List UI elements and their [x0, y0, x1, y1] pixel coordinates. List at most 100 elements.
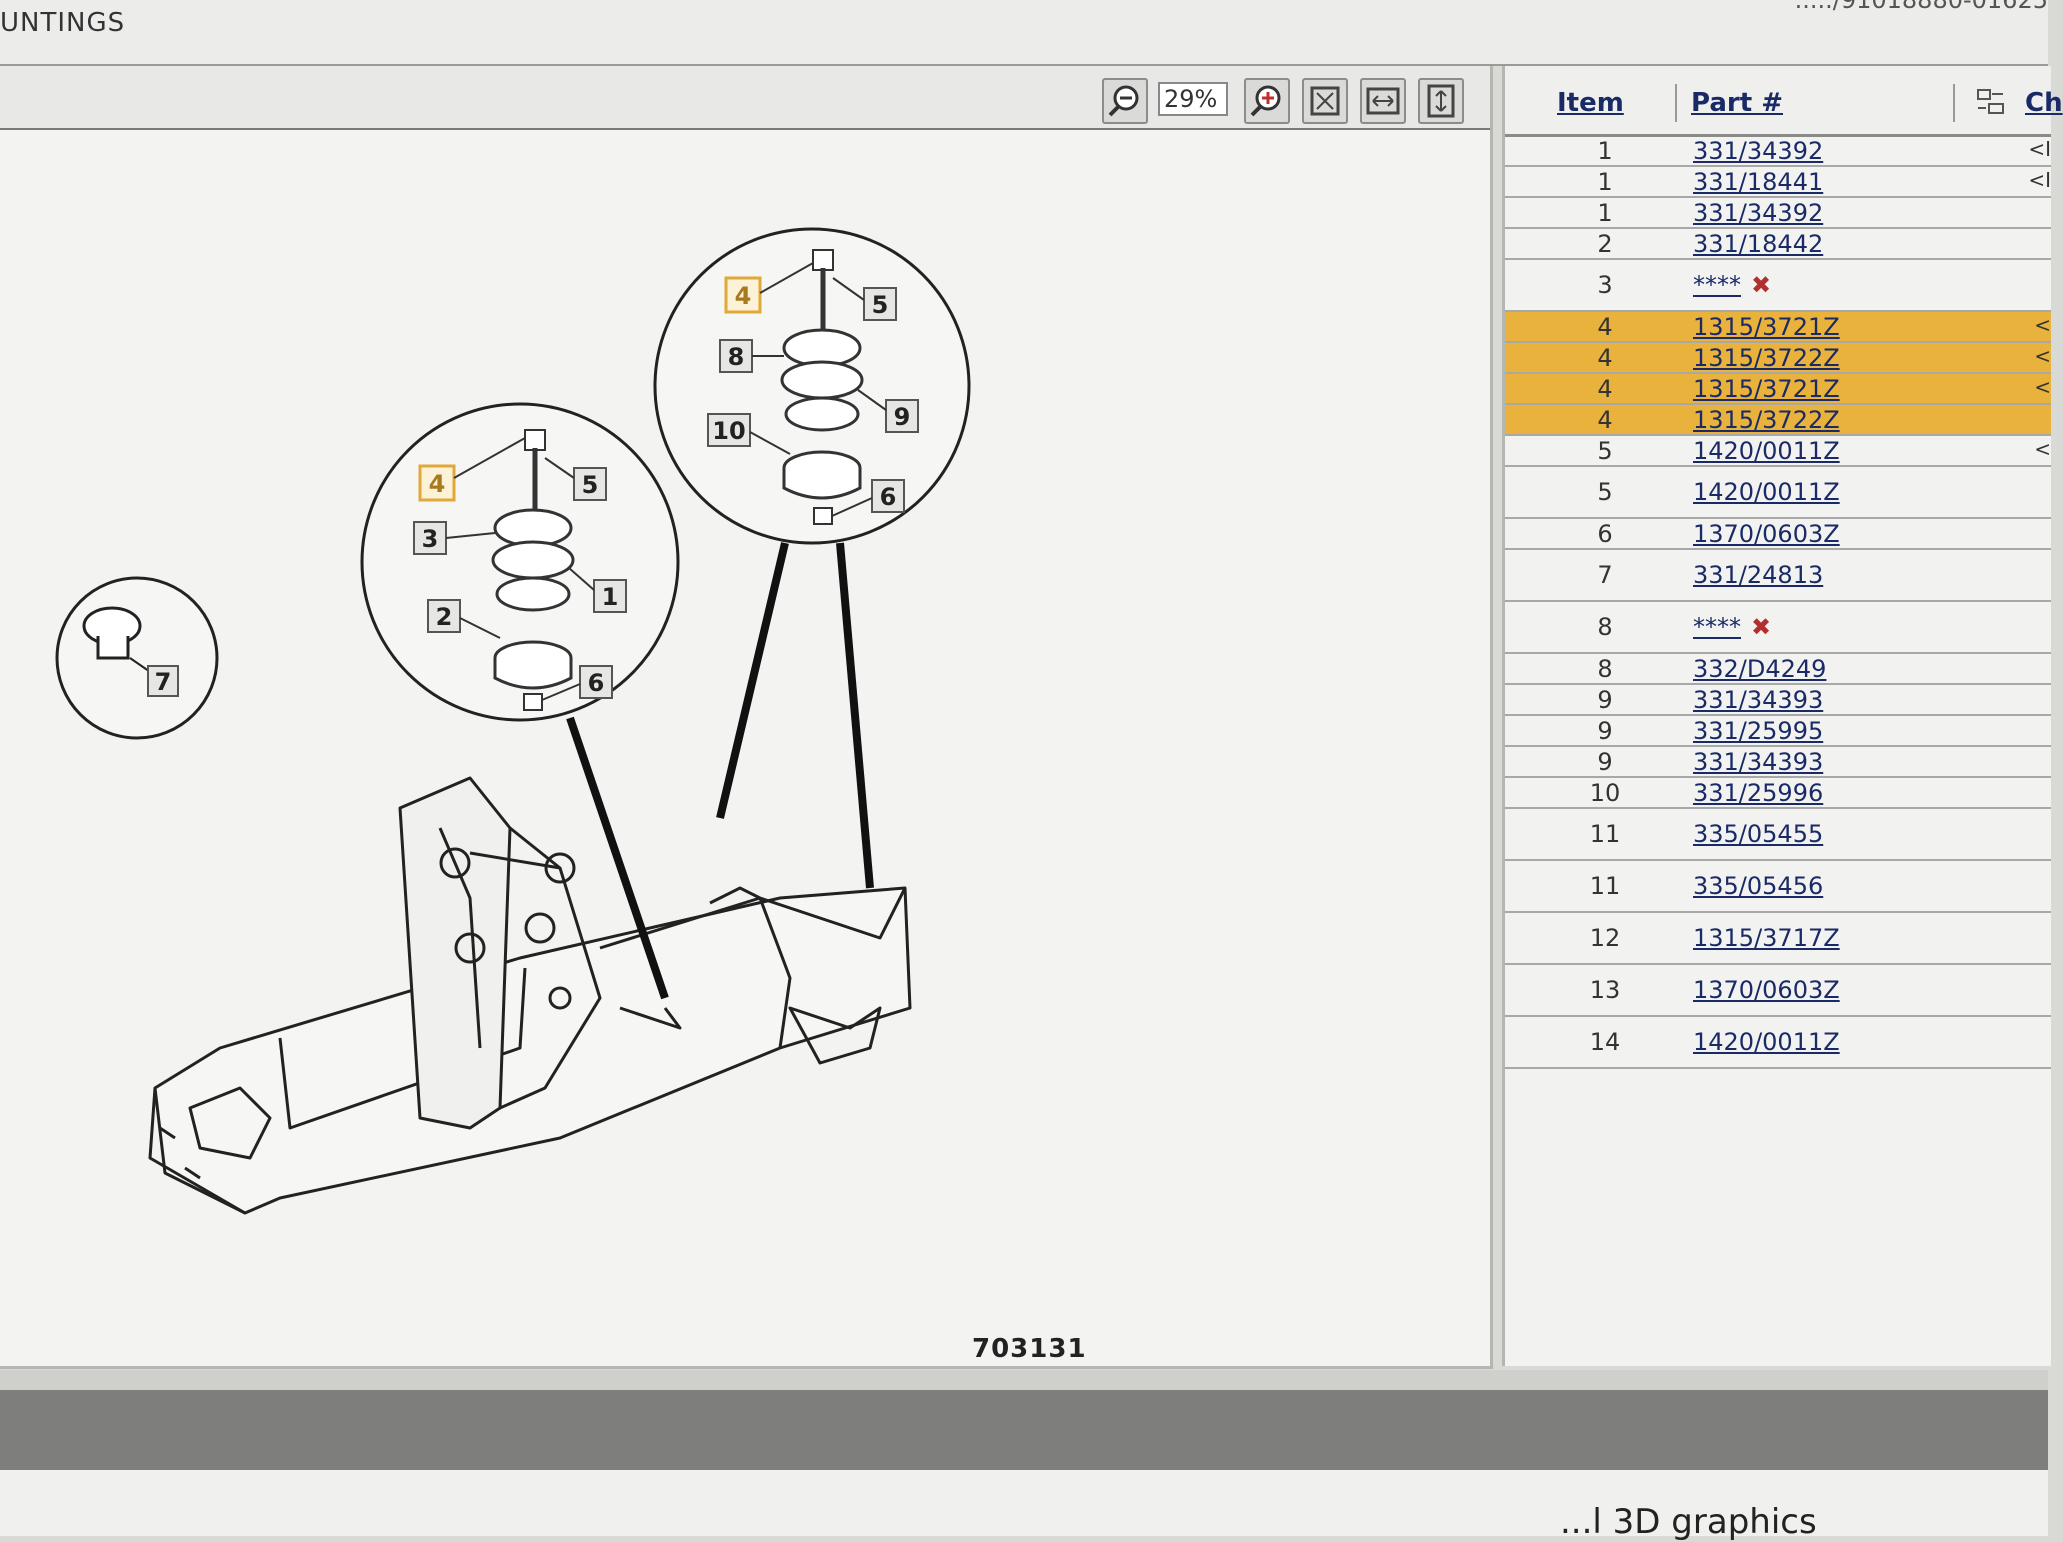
- part-number-link[interactable]: 331/25996: [1693, 779, 1824, 807]
- callout-1[interactable]: 1: [602, 583, 619, 611]
- item-number: 4: [1597, 375, 1613, 403]
- ch-column-header[interactable]: Ch: [2025, 88, 2063, 118]
- row-arrow-marker[interactable]: <I: [2028, 137, 2051, 161]
- row-arrow-marker[interactable]: <: [2034, 344, 2051, 368]
- part-number-link[interactable]: 331/18442: [1693, 230, 1824, 258]
- part-number-column-header[interactable]: Part #: [1691, 88, 1783, 118]
- part-number-link[interactable]: 1420/0011Z: [1693, 478, 1840, 506]
- diagram-pane: 7 4 5 3 1 2: [0, 66, 1493, 1369]
- column-chooser-button[interactable]: [1975, 86, 2007, 118]
- fit-width-button[interactable]: [1360, 78, 1406, 124]
- callout-6[interactable]: 6: [880, 483, 897, 511]
- callout-4[interactable]: 4: [735, 282, 752, 310]
- table-row[interactable]: 7 331/24813: [1505, 550, 2051, 602]
- callout-6[interactable]: 6: [588, 669, 605, 697]
- zoom-out-icon: [1108, 85, 1139, 117]
- item-number: 4: [1597, 344, 1613, 372]
- part-number-link[interactable]: 1420/0011Z: [1693, 1028, 1840, 1056]
- item-number: 14: [1589, 1028, 1621, 1056]
- fit-page-button[interactable]: [1302, 78, 1348, 124]
- part-number-link[interactable]: 1315/3722Z: [1693, 406, 1840, 434]
- table-row[interactable]: 9 331/34393: [1505, 685, 2051, 716]
- part-number-link[interactable]: 335/05455: [1693, 820, 1824, 848]
- item-number: 10: [1589, 779, 1621, 807]
- bottom-area: ...l 3D graphics: [0, 1470, 2048, 1542]
- row-arrow-marker[interactable]: <: [2034, 437, 2051, 461]
- table-row[interactable]: 12 1315/3717Z: [1505, 913, 2051, 965]
- callout-2[interactable]: 2: [436, 603, 453, 631]
- row-arrow-marker[interactable]: <: [2034, 313, 2051, 337]
- table-row[interactable]: 4 1315/3722Z <: [1505, 343, 2051, 374]
- part-number-link[interactable]: 331/18441: [1693, 168, 1824, 196]
- exploded-parts-diagram[interactable]: 7 4 5 3 1 2: [0, 128, 1490, 1366]
- zoom-out-button[interactable]: [1102, 78, 1148, 124]
- part-number-link[interactable]: ****: [1693, 271, 1741, 299]
- callout-10[interactable]: 10: [712, 417, 745, 445]
- item-number: 11: [1589, 872, 1621, 900]
- table-row[interactable]: 1 331/18441 <I: [1505, 167, 2051, 198]
- fit-height-icon: [1427, 84, 1455, 118]
- part-number-link[interactable]: 1315/3717Z: [1693, 924, 1840, 952]
- item-number: 1: [1597, 168, 1613, 196]
- part-number-link[interactable]: 331/34393: [1693, 686, 1824, 714]
- page-title: UNTINGS: [0, 8, 126, 38]
- callout-7[interactable]: 7: [155, 668, 172, 696]
- callout-8[interactable]: 8: [728, 343, 745, 371]
- zoom-level-input[interactable]: [1158, 82, 1228, 116]
- part-number-link[interactable]: 1315/3722Z: [1693, 344, 1840, 372]
- splitter-strip[interactable]: [0, 1370, 2048, 1390]
- item-number: 13: [1589, 976, 1621, 1004]
- part-number-link[interactable]: 331/34392: [1693, 199, 1824, 227]
- table-row[interactable]: 10 331/25996: [1505, 778, 2051, 809]
- item-number: 12: [1589, 924, 1621, 952]
- row-arrow-marker[interactable]: <I: [2028, 168, 2051, 192]
- document-id: ...../91018880-01625: [1794, 0, 2048, 14]
- table-row[interactable]: 13 1370/0603Z: [1505, 965, 2051, 1017]
- item-number: 7: [1597, 561, 1613, 589]
- callout-9[interactable]: 9: [894, 403, 911, 431]
- item-column-header[interactable]: Item: [1557, 88, 1624, 118]
- column-separator[interactable]: [1953, 84, 1955, 122]
- table-row[interactable]: 8****✖: [1505, 602, 2051, 654]
- part-number-link[interactable]: 331/34392: [1693, 137, 1824, 165]
- part-number-link[interactable]: 331/34393: [1693, 748, 1824, 776]
- detail-circle-right: 4 5 8 9 10 6: [653, 227, 971, 889]
- column-chooser-icon: [1977, 89, 2004, 114]
- part-number-link[interactable]: 331/24813: [1693, 561, 1824, 589]
- table-row[interactable]: 3****✖: [1505, 260, 2051, 312]
- callout-5[interactable]: 5: [582, 471, 599, 499]
- callout-4[interactable]: 4: [429, 470, 446, 498]
- superseded-icon: ✖: [1751, 613, 1772, 641]
- item-number: 9: [1597, 686, 1613, 714]
- table-row[interactable]: 4 1315/3721Z <: [1505, 374, 2051, 405]
- part-number-link[interactable]: 1420/0011Z: [1693, 437, 1840, 465]
- row-arrow-marker[interactable]: <: [2034, 375, 2051, 399]
- part-number-link[interactable]: ****: [1693, 613, 1741, 641]
- part-number-link[interactable]: 335/05456: [1693, 872, 1824, 900]
- part-number-link[interactable]: 332/D4249: [1693, 655, 1827, 683]
- table-row[interactable]: 11 335/05456: [1505, 861, 2051, 913]
- part-number-link[interactable]: 1315/3721Z: [1693, 313, 1840, 341]
- callout-3[interactable]: 3: [422, 525, 439, 553]
- part-number-link[interactable]: 1315/3721Z: [1693, 375, 1840, 403]
- part-number-link[interactable]: 1370/0603Z: [1693, 520, 1840, 548]
- callout-5[interactable]: 5: [872, 291, 889, 319]
- part-number-link[interactable]: 1370/0603Z: [1693, 976, 1840, 1004]
- column-separator[interactable]: [1675, 84, 1677, 122]
- zoom-in-button[interactable]: [1244, 78, 1290, 124]
- fit-height-button[interactable]: [1418, 78, 1464, 124]
- table-row[interactable]: 14 1420/0011Z: [1505, 1017, 2051, 1069]
- part-number-link[interactable]: 331/25995: [1693, 717, 1824, 745]
